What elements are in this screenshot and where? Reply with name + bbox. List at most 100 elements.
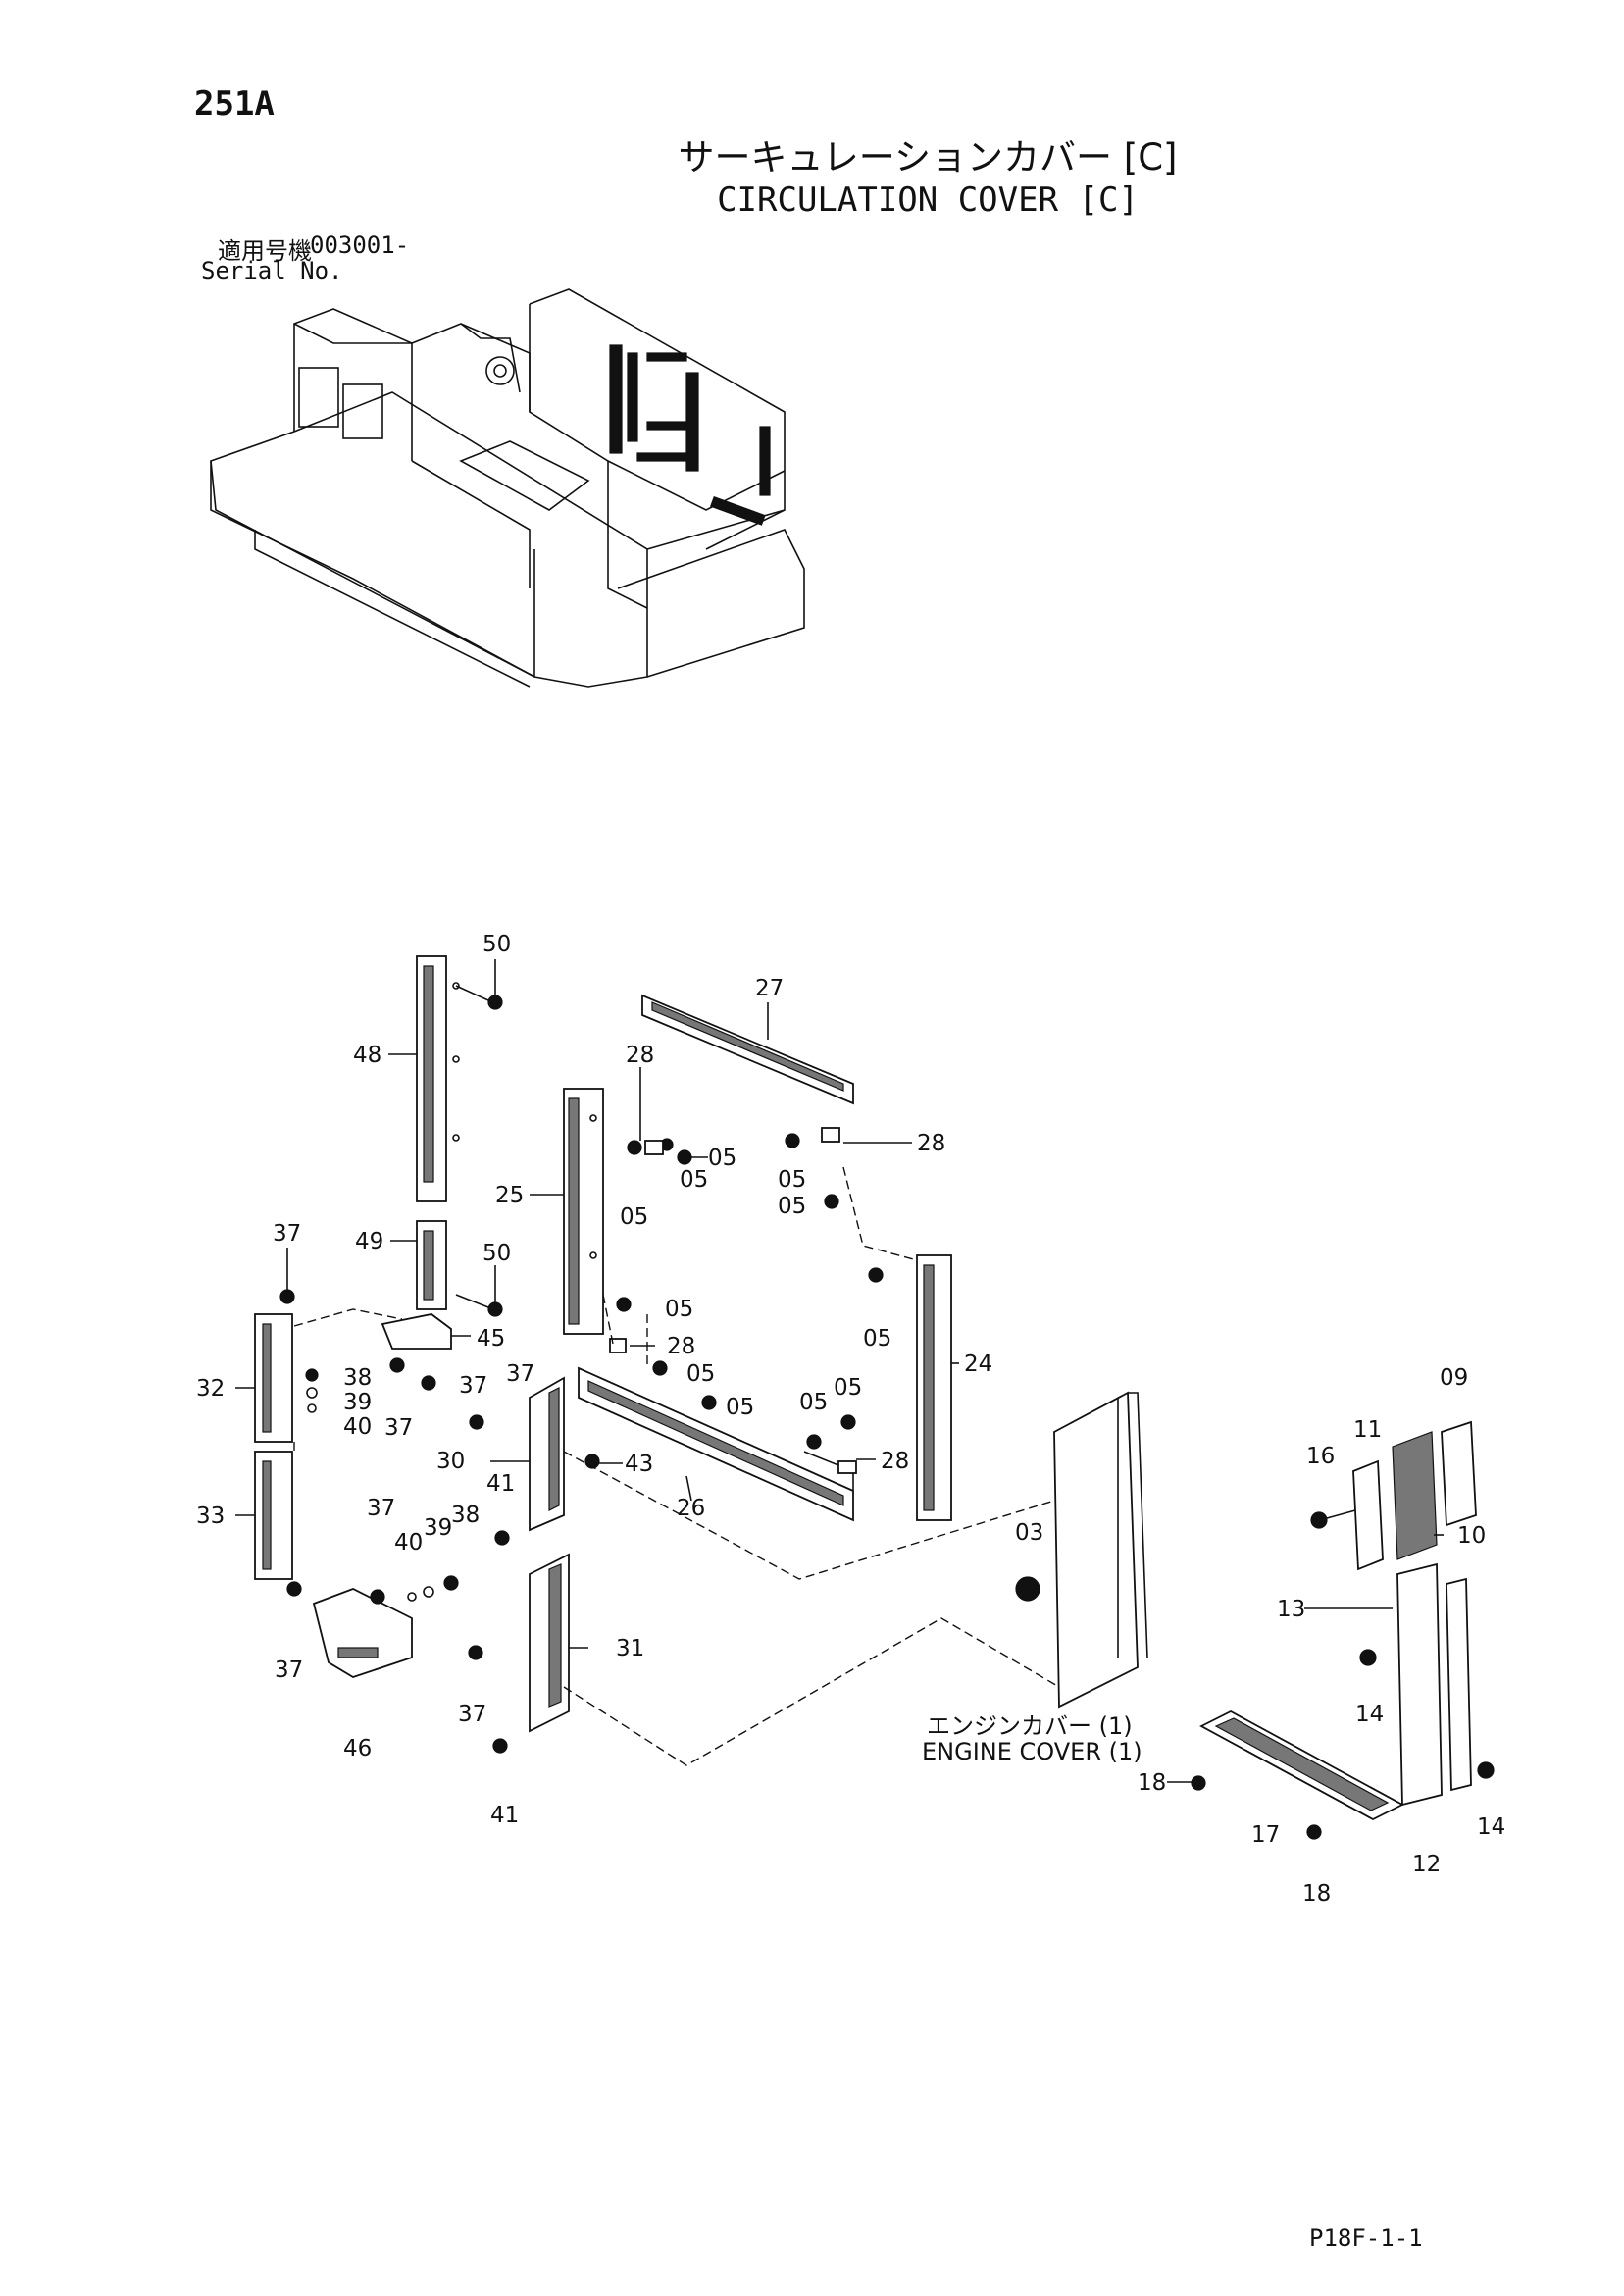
bolt-50-upper <box>487 995 503 1010</box>
callout-37-f: 37 <box>275 1658 303 1683</box>
engine-cover-panel <box>1015 1391 1148 1709</box>
callout-37-a: 37 <box>273 1221 301 1247</box>
callout-50-lower: 50 <box>482 1241 511 1266</box>
part-10-seal <box>1392 1431 1438 1560</box>
callout-28-a: 28 <box>626 1043 654 1068</box>
callout-09: 09 <box>1440 1365 1468 1391</box>
callout-18-a: 18 <box>1138 1770 1166 1796</box>
callout-40-a: 40 <box>343 1414 372 1440</box>
serial-label-english: Serial No. <box>201 257 343 284</box>
part-32-panel <box>254 1313 293 1443</box>
hardware-bolts <box>279 1127 884 1754</box>
callout-39-b: 39 <box>424 1515 452 1541</box>
part-30-panel <box>529 1376 565 1532</box>
callout-31: 31 <box>616 1636 644 1661</box>
part-45-bracket <box>381 1313 452 1350</box>
assembly-guide-lines <box>293 1166 1060 1766</box>
callout-48: 48 <box>353 1043 381 1068</box>
callout-24: 24 <box>964 1352 992 1377</box>
machine-overview-sketch <box>210 288 805 688</box>
callout-05-i: 05 <box>726 1395 754 1420</box>
callout-38-a: 38 <box>343 1365 372 1391</box>
callout-33: 33 <box>196 1504 225 1529</box>
bolt-14-upper <box>1359 1649 1377 1666</box>
callout-43: 43 <box>625 1452 653 1477</box>
callout-05-e: 05 <box>778 1194 806 1219</box>
callout-05-b: 05 <box>680 1167 708 1193</box>
callout-13: 13 <box>1277 1597 1305 1622</box>
bolt-14-lower <box>1477 1761 1495 1779</box>
callout-30: 30 <box>436 1449 465 1474</box>
engine-cover-label-japanese: エンジンカバー (1) <box>927 1712 1133 1740</box>
serial-label-japanese: 適用号機 <box>218 237 312 265</box>
bolt-50-lower <box>487 1301 503 1317</box>
part-09-plate <box>1441 1420 1477 1527</box>
part-24-rail <box>916 1254 952 1521</box>
callout-05-h: 05 <box>863 1326 891 1352</box>
part-26-base <box>578 1366 854 1522</box>
callout-05-j: 05 <box>799 1390 828 1415</box>
callout-28-d: 28 <box>881 1449 909 1474</box>
bolt-16 <box>1310 1511 1328 1529</box>
part-25-rail <box>563 1088 604 1335</box>
part-12-panel <box>1446 1577 1472 1792</box>
bolt-18-left <box>1191 1775 1206 1791</box>
callout-05-a: 05 <box>708 1146 736 1171</box>
part-13-panel <box>1396 1562 1443 1807</box>
engine-cover-label-english: ENGINE COVER (1) <box>922 1738 1142 1765</box>
part-27-top-bar <box>641 994 854 1105</box>
part-03-grommet <box>1015 1576 1040 1602</box>
callout-28-b: 28 <box>917 1131 945 1156</box>
callout-leader-lines <box>235 959 1444 1783</box>
callout-05-d: 05 <box>778 1167 806 1193</box>
page-title-japanese: サーキュレーションカバー [C] <box>678 136 1178 179</box>
part-17-step <box>1199 1709 1404 1821</box>
callout-12: 12 <box>1412 1852 1441 1877</box>
footer-reference: P18F-1-1 <box>1309 2224 1423 2252</box>
part-11-plate <box>1352 1459 1384 1571</box>
callout-32: 32 <box>196 1376 225 1402</box>
callout-16: 16 <box>1306 1444 1335 1469</box>
callout-10: 10 <box>1457 1523 1486 1549</box>
part-31-panel <box>529 1553 570 1733</box>
callout-17: 17 <box>1251 1822 1280 1848</box>
callout-05-f: 05 <box>665 1297 693 1322</box>
callout-49: 49 <box>355 1229 383 1254</box>
bolt-18-right <box>1306 1824 1322 1840</box>
callout-39-a: 39 <box>343 1390 372 1415</box>
part-33-panel <box>254 1451 293 1580</box>
callout-05-g: 05 <box>686 1361 715 1387</box>
page-title-english: CIRCULATION COVER [C] <box>717 180 1139 220</box>
callout-37-d: 37 <box>384 1415 413 1441</box>
page-code: 251A <box>194 84 275 124</box>
callout-03: 03 <box>1015 1520 1043 1546</box>
part-46-pad <box>337 1647 379 1658</box>
part-46-bracket <box>312 1588 413 1678</box>
callout-37-b: 37 <box>459 1373 487 1399</box>
callout-37-c: 37 <box>506 1361 534 1387</box>
part-49-rail <box>416 1220 447 1310</box>
callout-37-e: 37 <box>367 1496 395 1521</box>
part-48-rail <box>416 955 460 1202</box>
serial-number-value: 003001- <box>310 231 410 259</box>
callout-05-c: 05 <box>620 1204 648 1230</box>
callout-26: 26 <box>677 1496 705 1521</box>
callout-50-upper: 50 <box>482 932 511 957</box>
callout-14-b: 14 <box>1477 1814 1505 1840</box>
callout-11: 11 <box>1353 1417 1382 1443</box>
callout-27: 27 <box>755 976 784 1001</box>
callout-40-b: 40 <box>394 1530 423 1556</box>
highlighted-circulation-covers <box>609 344 771 526</box>
callout-25: 25 <box>495 1183 524 1208</box>
callout-46: 46 <box>343 1736 372 1761</box>
callout-labels: 50 27 48 28 05 05 05 05 05 28 25 49 50 3… <box>196 932 1505 1907</box>
callout-41-a: 41 <box>486 1471 515 1497</box>
callout-41-b: 41 <box>490 1803 519 1828</box>
callout-18-b: 18 <box>1302 1881 1331 1907</box>
callout-38-b: 38 <box>451 1503 480 1528</box>
callout-37-g: 37 <box>458 1702 486 1727</box>
callout-05-k: 05 <box>834 1375 862 1401</box>
callout-14-a: 14 <box>1355 1702 1384 1727</box>
callout-45: 45 <box>477 1326 505 1352</box>
